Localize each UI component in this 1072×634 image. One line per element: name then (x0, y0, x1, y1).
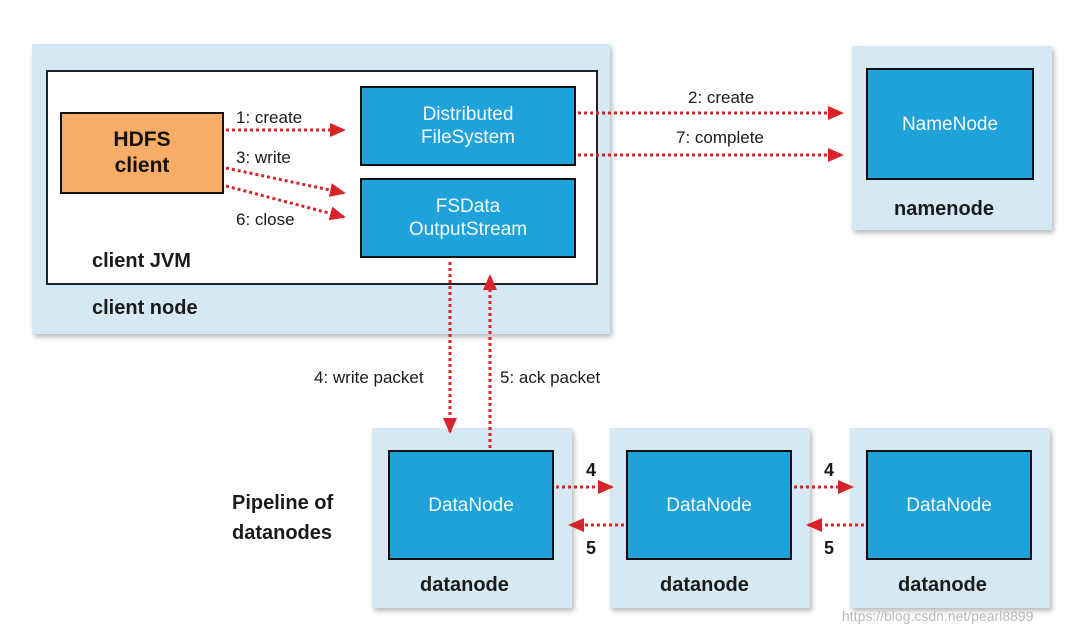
label-close: 6: close (236, 210, 295, 229)
hdfs-client-box: HDFS client (60, 112, 224, 194)
client-node-label: client node (92, 297, 198, 319)
arrow-write (225, 166, 346, 197)
datanode-label-3: datanode (898, 574, 987, 596)
datanode-box-label-2: DataNode (666, 494, 752, 516)
watermark: https://blog.csdn.net/pearl8899 (842, 608, 1034, 624)
label-dn-forward-1: 4 (586, 460, 597, 480)
fsdata-outputstream-line-1: FSData (435, 196, 501, 217)
label-dn-back-1: 5 (586, 538, 597, 558)
distributed-filesystem-box: Distributed FileSystem (360, 86, 576, 166)
label-write-packet: 4: write packet (314, 368, 424, 387)
label-dn-forward-2: 4 (824, 460, 835, 480)
arrow-close (225, 184, 346, 221)
distributed-filesystem-line-2: FileSystem (421, 127, 515, 148)
datanode-box-2: DataNode (626, 450, 792, 560)
datanode-box-label-1: DataNode (428, 494, 514, 516)
hdfs-client-line-2: client (114, 154, 170, 177)
datanode-label-2: datanode (660, 574, 749, 596)
label-dn-back-2: 5 (824, 538, 835, 558)
fsdata-outputstream-line-2: OutputStream (408, 219, 528, 240)
namenode-label: namenode (894, 198, 995, 220)
fsdata-outputstream-box: FSData OutputStream (360, 178, 576, 258)
label-write: 3: write (236, 148, 291, 167)
datanode-box-label-3: DataNode (906, 494, 992, 516)
pipeline-label-line-2: datanodes (232, 522, 333, 544)
distributed-filesystem-line-1: Distributed (422, 104, 514, 125)
datanode-box-3: DataNode (866, 450, 1032, 560)
client-jvm-label: client JVM (92, 250, 191, 272)
label-nn-complete: 7: complete (676, 128, 764, 147)
label-create: 1: create (236, 108, 303, 127)
namenode-box: NameNode (866, 68, 1034, 180)
label-ack-packet: 5: ack packet (500, 368, 601, 387)
namenode-box-label: NameNode (901, 113, 999, 135)
hdfs-client-line-1: HDFS (113, 128, 171, 151)
pipeline-label-line-1: Pipeline of (232, 492, 334, 514)
label-nn-create: 2: create (688, 88, 755, 107)
datanode-box-1: DataNode (388, 450, 554, 560)
datanode-label-1: datanode (420, 574, 509, 596)
